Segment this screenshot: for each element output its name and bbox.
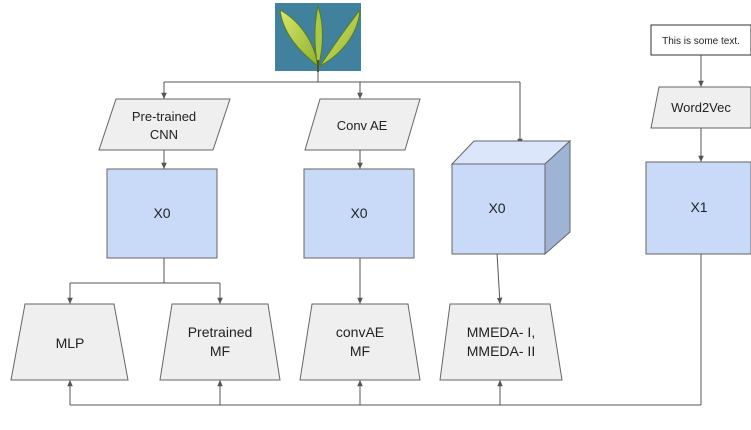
model-shape xyxy=(439,303,563,381)
extractor-cnn-line1: Pre-trained xyxy=(132,109,196,124)
model-mlp: MLP xyxy=(10,303,129,381)
model-pretrained-mf-line2: MF xyxy=(210,343,230,359)
feature-x0-cnn-label: X0 xyxy=(153,205,170,221)
model-pretrained-mf-line1: Pretrained xyxy=(188,324,253,340)
text-input-label: This is some text. xyxy=(662,36,740,47)
extractor-conv-ae: Conv AE xyxy=(304,98,421,151)
model-shape xyxy=(159,303,281,381)
extractor-word2vec: Word2Vec xyxy=(650,86,751,129)
model-convae-mf: convAE MF xyxy=(299,303,421,381)
extractor-cnn-line2: CNN xyxy=(150,127,178,142)
leaf-icon-left xyxy=(279,9,319,68)
feature-x0-cube-label: X0 xyxy=(488,200,505,216)
feature-x1-label: X1 xyxy=(690,199,707,215)
text-input-box xyxy=(650,24,751,56)
extractor-word2vec-label: Word2Vec xyxy=(671,100,731,115)
model-shape xyxy=(10,303,129,381)
feature-box xyxy=(645,161,751,255)
text-input-node: This is some text. xyxy=(650,24,751,56)
feature-x0-conv-label: X0 xyxy=(350,205,367,221)
cube-front-face xyxy=(451,163,546,255)
model-mlp-label: MLP xyxy=(56,335,85,351)
model-convae-mf-line1: convAE xyxy=(336,324,384,340)
model-shape xyxy=(299,303,421,381)
model-pretrained-mf: Pretrained MF xyxy=(159,303,281,381)
feature-x0-conv: X0 xyxy=(303,168,415,259)
feature-x1: X1 xyxy=(645,161,751,255)
feature-x0-cube: X0 xyxy=(450,139,572,256)
extractor-shape xyxy=(650,86,751,129)
extractor-shape xyxy=(304,98,421,151)
leaf-icon-right xyxy=(319,8,361,67)
edges xyxy=(67,55,704,406)
extractor-convae-label: Conv AE xyxy=(337,118,388,133)
extractor-shape xyxy=(98,98,231,151)
model-mmeda-line1: MMEDA- I, xyxy=(467,324,535,340)
extractor-pretrained-cnn: Pre-trained CNN xyxy=(98,98,231,151)
tea-leaf-image xyxy=(275,3,361,72)
leaf-icon-center xyxy=(314,4,323,69)
model-convae-mf-line2: MF xyxy=(350,343,370,359)
feature-box xyxy=(106,168,218,259)
edge-cube-to-mmeda xyxy=(496,252,503,305)
feature-box xyxy=(303,168,415,259)
model-mmeda-line2: MMEDA- II xyxy=(467,343,535,359)
model-mmeda: MMEDA- I, MMEDA- II xyxy=(439,303,563,381)
feature-x0-cnn: X0 xyxy=(106,168,218,259)
